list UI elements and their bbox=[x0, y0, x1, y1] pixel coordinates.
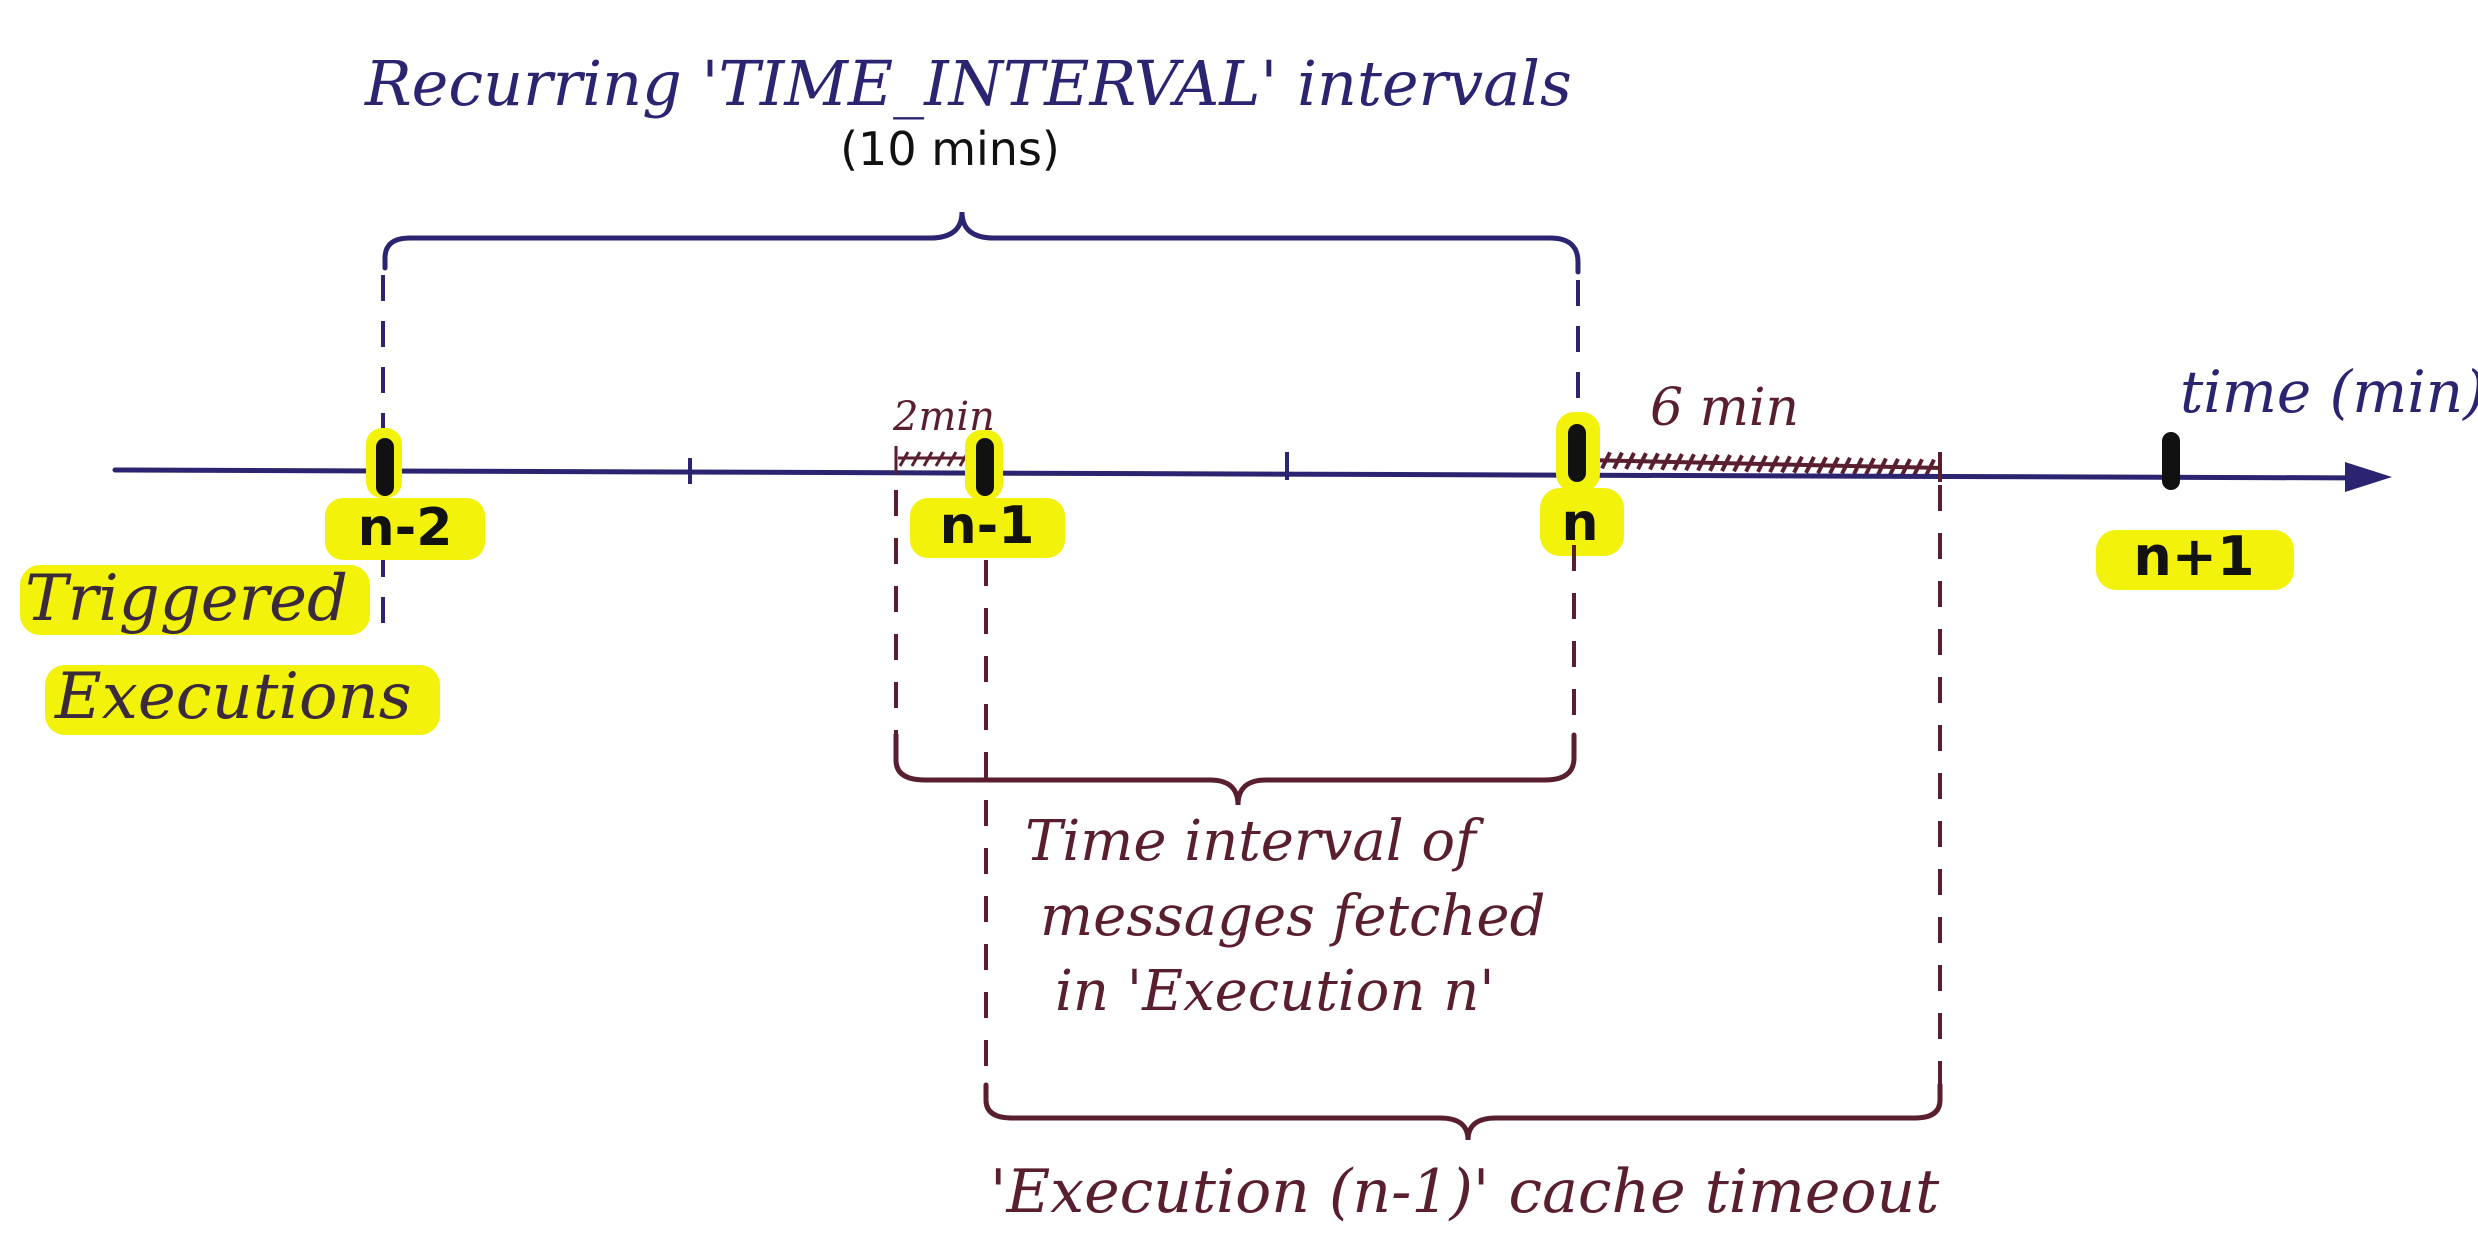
hatch-stroke bbox=[1888, 457, 1900, 476]
interval-note: (10 mins) bbox=[840, 122, 1060, 176]
hatch-stroke bbox=[1612, 451, 1624, 470]
time-axis-arrowhead bbox=[2345, 462, 2392, 492]
hatch-stroke bbox=[1840, 456, 1852, 475]
hatch-stroke bbox=[1852, 457, 1864, 475]
diagram-title: Recurring 'TIME_INTERVAL' intervals bbox=[364, 47, 1572, 120]
time-axis-label: time (min) bbox=[2180, 358, 2478, 426]
hatch-stroke bbox=[1636, 452, 1648, 471]
label-n: n bbox=[1561, 493, 1598, 553]
highlight-n-label bbox=[1540, 488, 1624, 556]
hatch-stroke bbox=[1804, 456, 1816, 474]
label-n-plus-1: n+1 bbox=[2133, 525, 2254, 588]
fetch-caption-line3: in 'Execution n' bbox=[1055, 959, 1495, 1024]
fetch-caption-line1: Time interval of bbox=[1025, 809, 1485, 874]
hatch-stroke bbox=[1912, 458, 1924, 477]
cache-timeout-brace bbox=[983, 1082, 1943, 1141]
hatch-stroke bbox=[1624, 452, 1636, 470]
hatch-stroke bbox=[1600, 451, 1612, 470]
label-n-minus-1: n-1 bbox=[940, 496, 1035, 556]
fetch-caption-line2: messages fetched bbox=[1040, 884, 1545, 949]
hatch-stroke bbox=[1816, 456, 1828, 475]
execution-marker-n-minus-2 bbox=[376, 438, 394, 496]
highlight-executions bbox=[45, 665, 440, 735]
six-min-label: 6 min bbox=[1650, 378, 1799, 438]
hatch-stroke bbox=[1672, 453, 1684, 471]
hatch-stroke bbox=[1648, 452, 1660, 471]
hatch-stroke bbox=[1876, 457, 1888, 476]
highlight-n-minus-2-label bbox=[325, 498, 485, 560]
time-axis-line bbox=[112, 467, 2378, 481]
hatch-stroke bbox=[1864, 457, 1876, 476]
label-n-minus-2: n-2 bbox=[358, 498, 453, 558]
execution-marker-n bbox=[1568, 424, 1586, 482]
hatch-stroke bbox=[1900, 458, 1912, 476]
hatch-stroke bbox=[1768, 455, 1780, 474]
hatch-stroke bbox=[1792, 455, 1804, 474]
execution-marker-n-plus-1 bbox=[2162, 432, 2180, 490]
triggered-label-line2: Executions bbox=[54, 660, 412, 734]
hatch-stroke bbox=[1660, 452, 1672, 471]
triggered-label-line1: Triggered bbox=[25, 562, 348, 636]
highlight-n-minus-1 bbox=[910, 498, 1065, 558]
hatch-stroke bbox=[1696, 453, 1708, 472]
hatch-stroke bbox=[1744, 454, 1756, 473]
cache-timeout-caption: 'Execution (n-1)' cache timeout bbox=[990, 1157, 1940, 1227]
hatch-stroke bbox=[1924, 458, 1936, 477]
highlight-triggered bbox=[20, 565, 370, 635]
hatch-stroke bbox=[1828, 456, 1840, 475]
execution-marker-n-minus-1 bbox=[976, 438, 994, 496]
fetch-interval-brace bbox=[893, 732, 1577, 806]
highlight-n-plus-1 bbox=[2096, 530, 2294, 590]
hatch-stroke bbox=[1684, 453, 1696, 472]
hatch-stroke bbox=[1720, 454, 1732, 472]
hatch-stroke bbox=[1780, 455, 1792, 474]
six-min-hatch bbox=[1584, 451, 1943, 477]
hatch-stroke bbox=[1732, 454, 1744, 473]
hatch-stroke bbox=[1708, 453, 1720, 472]
recurring-interval-brace bbox=[382, 211, 1581, 275]
hatch-stroke bbox=[1756, 454, 1768, 473]
